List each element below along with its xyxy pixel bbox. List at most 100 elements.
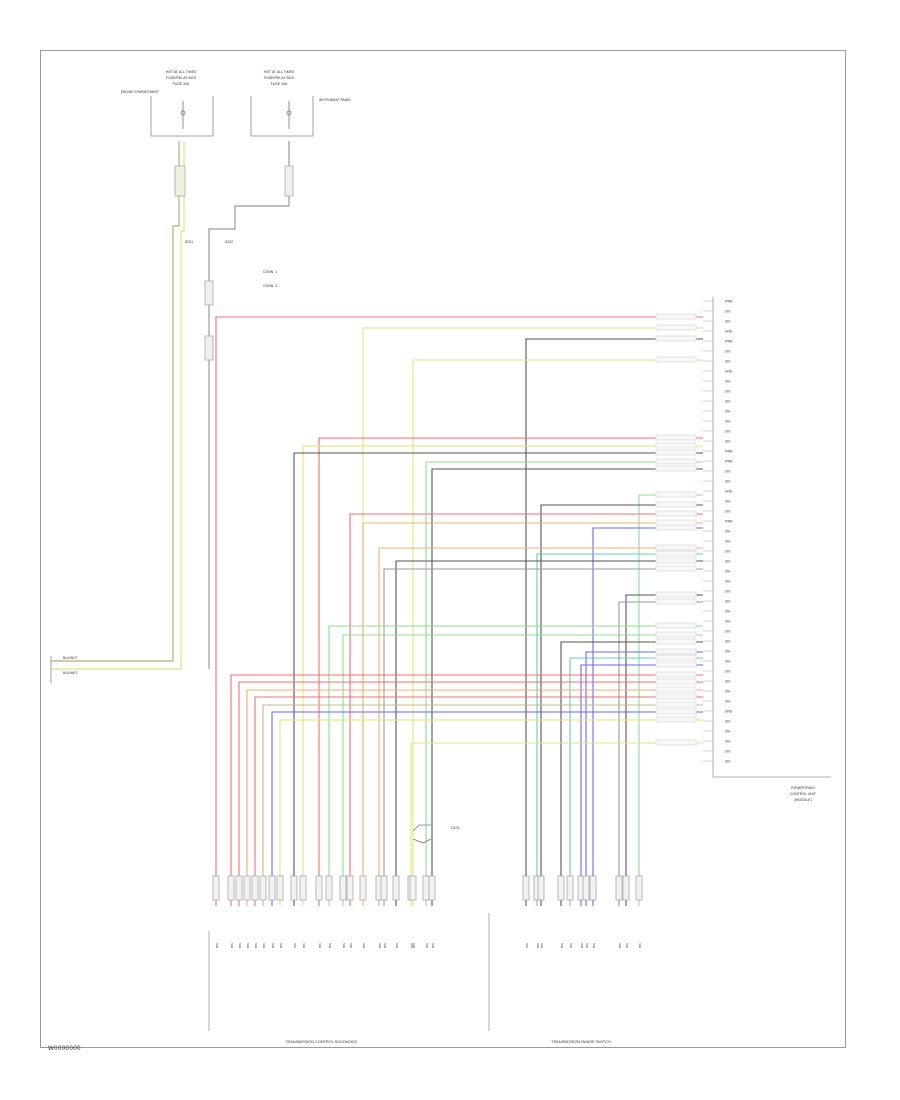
bottom-pin-label: SIG [410,943,414,949]
right-pin-label: PWR [725,340,733,344]
right-pin-label: SIG [725,390,731,394]
bottom-pin-label: SIG [238,943,242,949]
right-pin-label: SIG [725,750,731,754]
wire-label-box [655,465,697,472]
harness-wire [412,359,703,906]
bottom-pin-label: SIG [569,943,573,949]
wire-label-box [655,654,697,661]
right-pin-label: PWR [725,460,733,464]
harness-wire [431,468,703,906]
bottom-pin-label: SIG [293,943,297,949]
bottom-pin-label: SIG [230,943,234,949]
wire-label-box [655,565,697,572]
wire-label-box [655,648,697,655]
bottom-pin-connector [557,875,565,901]
right-pin-label: PWR [725,450,733,454]
bottom-pin-label: SIG [383,943,387,949]
bottom-pin-label: SIG [560,943,564,949]
harness-wire [328,625,703,906]
bottom-pin-label: SIG [412,943,416,949]
right-pin-label: SIG [725,580,731,584]
wire-label-box [655,631,697,638]
bottom-group-2-label: TRANSMISSION RANGE SWITCH [551,1040,611,1044]
bottom-pin-connector [359,875,367,901]
left-wire-label-1: BLU/WHT [63,656,77,660]
right-pin-label: SIG [725,740,731,744]
right-pin-label: SIG [725,410,731,414]
bottom-pin-label: SIG [246,943,250,949]
bottom-pin-connector [380,875,388,901]
bottom-pin-connector [589,875,597,901]
harness-wire [271,711,703,906]
right-pin-label: SIG [725,760,731,764]
bottom-pin-label: SIG [580,943,584,949]
ground-lead-2 [412,838,432,844]
bottom-pin-label: SIG [395,943,399,949]
right-pin-label: SIG [725,510,731,514]
harness-wire [536,553,703,906]
right-pin-label: SIG [725,570,731,574]
wire-label-box [655,510,697,517]
wire-fuse1-a [51,141,180,662]
right-pin-label: SIG [725,650,731,654]
fuse-box-1-note: ENGINE COMPARTMENT [121,90,159,94]
bottom-pin-connector [212,875,220,901]
bottom-pin-label: SIG [349,943,353,949]
wire-label-box [655,693,697,700]
harness-wire [580,664,703,906]
connector-label-2: CONN. 2 [263,284,277,288]
ground-label: G101 [451,826,460,830]
right-pin-label: SIG [725,380,731,384]
right-pin-label: GND [725,710,733,714]
bottom-pin-connector [276,875,284,901]
wire-label-box [655,739,697,746]
harness-wire [362,327,703,906]
document-code: W0000000 [48,1046,82,1052]
bottom-pin-label: SIG [618,943,622,949]
bottom-pin-connector [315,875,323,901]
right-pin-label: SIG [725,550,731,554]
bottom-pin-connector [428,875,436,901]
right-pin-label: SIG [725,400,731,404]
bottom-pin-label: SIG [279,943,283,949]
right-pin-label: SIG [725,480,731,484]
bottom-pin-connector [582,875,590,901]
wire-fuse1-b [51,141,185,670]
splice-1-label: S201 [185,240,193,244]
wire-label-box [655,458,697,465]
bottom-pin-connector [259,875,267,901]
wire-label-box [655,501,697,508]
right-pin-label: SIG [725,590,731,594]
bottom-pin-label: SIG [254,943,258,949]
fuse-box-1-fuse: FUSE 30A [173,82,190,86]
right-pin-label: SIG [725,640,731,644]
wire-label-box [655,678,697,685]
harness-wire [395,560,703,906]
right-pin-label: SIG [725,430,731,434]
harness-wire [383,568,703,906]
right-connector-caption: CONTROL UNIT [790,792,817,796]
right-pin-label: SIG [725,730,731,734]
right-pin-label: SIG [725,630,731,634]
fuse-box-2-note: INSTRUMENT PANEL [319,98,351,102]
bottom-pin-label: SIG [431,943,435,949]
wire-label-box [655,544,697,551]
right-pin-label: SIG [725,610,731,614]
wire-label-box [655,671,697,678]
right-connector-outline [712,297,831,778]
right-pin-label: SIG [725,560,731,564]
fuse-box-2-sub: FUSE/RELAY BOX [264,76,294,80]
bottom-pin-connector [251,875,259,901]
wire-label-box [655,442,697,449]
bottom-pin-label: SIG [362,943,366,949]
bottom-pin-label: SIG [215,943,219,949]
bottom-pin-label: SIG [425,943,429,949]
wire-label-box [655,701,697,708]
harness-wire [262,704,703,906]
right-pin-label: GND [725,370,733,374]
connector-c2-top [284,165,294,197]
bottom-pin-connector [268,875,276,901]
harness-wire [254,696,703,906]
bottom-pin-connector [566,875,574,901]
